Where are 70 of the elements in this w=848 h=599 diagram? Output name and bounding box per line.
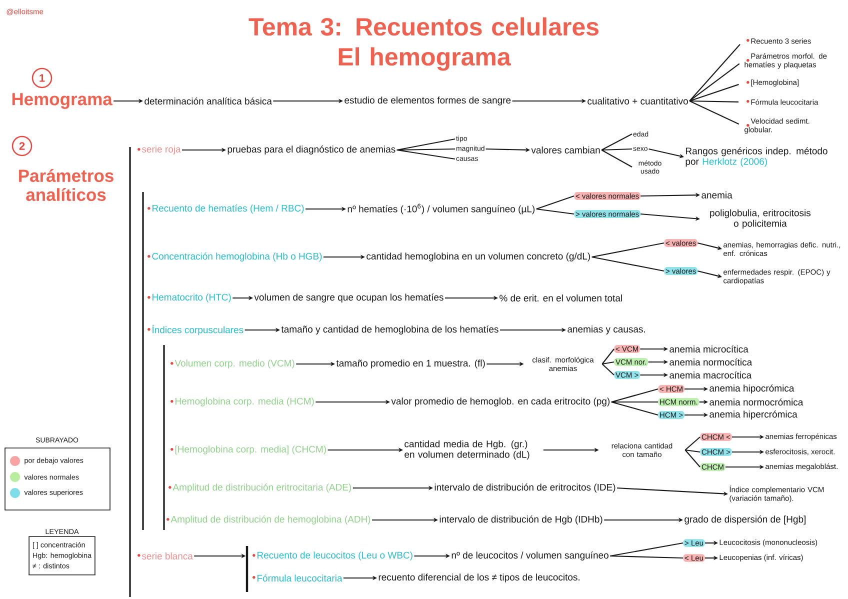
topic-label: serie blanca	[142, 552, 193, 560]
connector-line	[602, 348, 614, 364]
connector-line	[602, 361, 614, 365]
connector-line	[610, 555, 684, 559]
note-text: anemias y causas.	[568, 326, 645, 334]
note-text: tamaño promedio en 1 muestra. (fl)	[336, 360, 485, 368]
note-text: anemia normocrómica	[710, 398, 804, 406]
connector-line	[396, 149, 456, 160]
note-text: cantidad media de Hgb. (gr.) en volumen determinado (dL)	[404, 440, 530, 460]
note-text: anemia hipercrómica	[710, 410, 798, 420]
note-text: intervalo de distribución de eritrocitos (IDE)	[434, 484, 616, 492]
note-text: % de erit. en el volumen total	[500, 294, 622, 302]
connector-line	[685, 449, 700, 453]
connector-line	[689, 84, 739, 102]
note-text: determinación analítica básica	[144, 97, 272, 105]
title: Tema 3: Recuentos celulares El hemograma	[248, 17, 598, 71]
note-text: anemia microcítica	[670, 345, 748, 353]
connector-line	[592, 256, 664, 272]
note-text: anemia	[702, 192, 732, 198]
connector-line	[601, 150, 632, 168]
section-heading: Hemograma	[12, 93, 112, 109]
connector-line	[684, 450, 700, 468]
connector-line	[689, 44, 740, 102]
connector-line	[689, 63, 740, 102]
section-heading: Parámetros analíticos	[19, 169, 114, 201]
connector-line	[611, 388, 658, 403]
note-text: valores cambian	[531, 146, 600, 154]
topic-label: serie roja	[142, 146, 181, 154]
note-text: nº de leucocitos / volumen sanguíneo	[452, 552, 608, 560]
note-text: intervalo de distribución de Hgb (IDHb)	[440, 516, 602, 524]
note-text: estudio de elementos formes de sangre	[344, 96, 511, 106]
topic-label: Índices corpusculares	[152, 324, 244, 336]
note-text: volumen de sangre que ocupan los hematíes	[254, 294, 444, 302]
note-text: nº hematíes (·10$^{6}$) / volumen sanguíneo (µL)	[348, 204, 535, 214]
connector-line	[536, 195, 574, 210]
note-text: anemia macrocítica	[670, 371, 752, 379]
connector-line	[602, 364, 614, 376]
note-text: poliglobulia, eritrocitosis o policitemia	[710, 209, 811, 229]
topic-label: Hematocrito (HTC)	[152, 294, 231, 302]
note-text: anemia normocítica	[670, 358, 752, 366]
connector-line	[592, 242, 664, 258]
connector-line	[396, 138, 456, 151]
topic-label: Amplitud de distribución eritrocitaria (ADE)	[172, 484, 352, 492]
note-text: valor promedio de hemoglob. en cada eritrocito (pg)	[391, 398, 610, 406]
connector-line	[602, 148, 632, 151]
connector-line	[611, 401, 658, 416]
connector-line	[536, 208, 574, 215]
note-text: pruebas para el diagnóstico de anemias	[228, 146, 396, 154]
note-text: Rangos genéricos indep. método por Herklotz (2006)	[686, 147, 828, 167]
note-text: tamaño y cantidad de hemoglobina de los hematíes	[281, 326, 498, 334]
connector-line	[690, 100, 739, 102]
note-text: cantidad hemoglobina en un volumen concreto (g/dL)	[366, 252, 590, 262]
topic-label: Fórmula leucocitaria	[258, 574, 342, 582]
note-text: anemia hipocrómica	[710, 384, 794, 394]
note-text: cualitativo + cuantitativo	[588, 98, 688, 104]
note-text: recuento diferencial de los ≠ tipos de leucocitos.	[378, 574, 580, 582]
topic-label: Recuento de leucocitos (Leu o WBC)	[258, 552, 412, 560]
note-text: grado de dispersión de [Hgb]	[684, 516, 806, 524]
connector-line	[689, 100, 740, 125]
connector-line	[396, 148, 456, 151]
connector-line	[684, 436, 700, 450]
topic-label: Volumen corp. medio (VCM)	[174, 360, 294, 368]
topic-label: [Hemoglobina corp. media] (CHCM)	[175, 446, 326, 454]
connector-line	[601, 134, 632, 150]
topic-label: Hemoglobina corp. media (HCM)	[176, 398, 314, 406]
topic-label: Amplitud de distribución de hemoglobina (ADH)	[170, 516, 370, 524]
topic-label: Concentración hemoglobina (Hb o HGB)	[152, 252, 322, 262]
topic-label: Recuento de hematíes (Hem / RBC)	[152, 204, 304, 214]
connector-line	[611, 401, 658, 403]
connector-line	[610, 542, 684, 557]
